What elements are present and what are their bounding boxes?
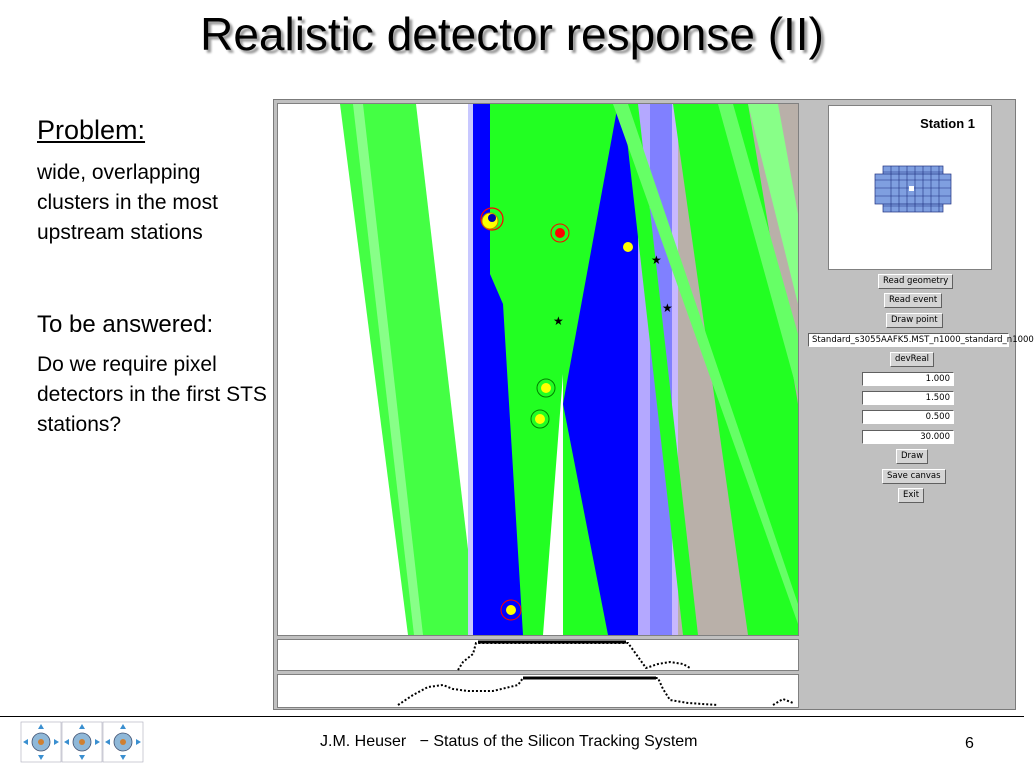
- draw-point-button[interactable]: Draw point: [886, 313, 943, 328]
- footer-author: J.M. Heuser: [320, 733, 407, 750]
- hit-marker: [536, 378, 556, 398]
- cluster-canvas: ★ ★ ★: [278, 104, 798, 635]
- station-view: Station 1: [828, 105, 992, 270]
- station-label: Station 1: [920, 116, 975, 131]
- read-geometry-button[interactable]: Read geometry: [878, 274, 954, 289]
- file-name-field[interactable]: Standard_s3055AAFK5.MST_n1000_standard_n…: [808, 333, 1034, 347]
- cluster-band: [718, 104, 798, 394]
- event-display-window: ★ ★ ★: [273, 99, 1034, 710]
- cluster-display: ★ ★ ★: [277, 103, 799, 636]
- question-heading: To be answered:: [37, 311, 214, 338]
- hit-marker: [623, 242, 633, 252]
- draw-button[interactable]: Draw: [896, 449, 929, 464]
- param-field-1[interactable]: 1.000: [862, 372, 954, 386]
- cluster-band: [613, 104, 798, 624]
- charge-profile-lower: [277, 674, 799, 708]
- footer-title: − Status of the Silicon Tracking System: [419, 733, 698, 750]
- param-field-4[interactable]: 30.000: [862, 430, 954, 444]
- hit-marker: [500, 599, 522, 621]
- slide-title: Realistic detector response (II): [200, 8, 824, 60]
- hit-marker: [550, 223, 570, 243]
- logo-strip: [20, 721, 144, 768]
- param-field-3[interactable]: 0.500: [862, 410, 954, 424]
- strip: [672, 104, 678, 635]
- question-text: Do we require pixel detectors in the fir…: [37, 353, 267, 436]
- control-panel: Station 1 Read geometry Read: [802, 102, 1034, 708]
- read-event-button[interactable]: Read event: [884, 293, 943, 308]
- star-marker: ★: [651, 253, 662, 267]
- cluster-band: [563, 104, 643, 635]
- star-marker: ★: [553, 314, 564, 328]
- cluster-band: [623, 104, 698, 635]
- profile-curve: [397, 676, 794, 706]
- sensor-logo-icon: [20, 721, 144, 763]
- station-sensor-grid: [874, 165, 952, 213]
- left-column: Problem: wide, overlapping clusters in t…: [37, 112, 267, 440]
- cluster-band: [748, 104, 798, 304]
- problem-heading: Problem:: [37, 115, 146, 145]
- footer-divider: [0, 716, 1024, 717]
- dev-real-button[interactable]: devReal: [890, 352, 934, 367]
- hit-marker: [530, 409, 550, 429]
- profile-curve: [457, 640, 691, 671]
- hit-marker: [480, 207, 504, 231]
- problem-text: wide, overlapping clusters in the most u…: [37, 161, 218, 244]
- param-field-2[interactable]: 1.500: [862, 391, 954, 405]
- page-number: 6: [965, 735, 974, 752]
- charge-profile-upper: [277, 639, 799, 671]
- star-marker: ★: [662, 301, 673, 315]
- cluster-band: [353, 104, 423, 635]
- footer-text: J.M. Heuser − Status of the Silicon Trac…: [320, 733, 698, 751]
- exit-button[interactable]: Exit: [898, 488, 925, 503]
- save-canvas-button[interactable]: Save canvas: [882, 469, 946, 484]
